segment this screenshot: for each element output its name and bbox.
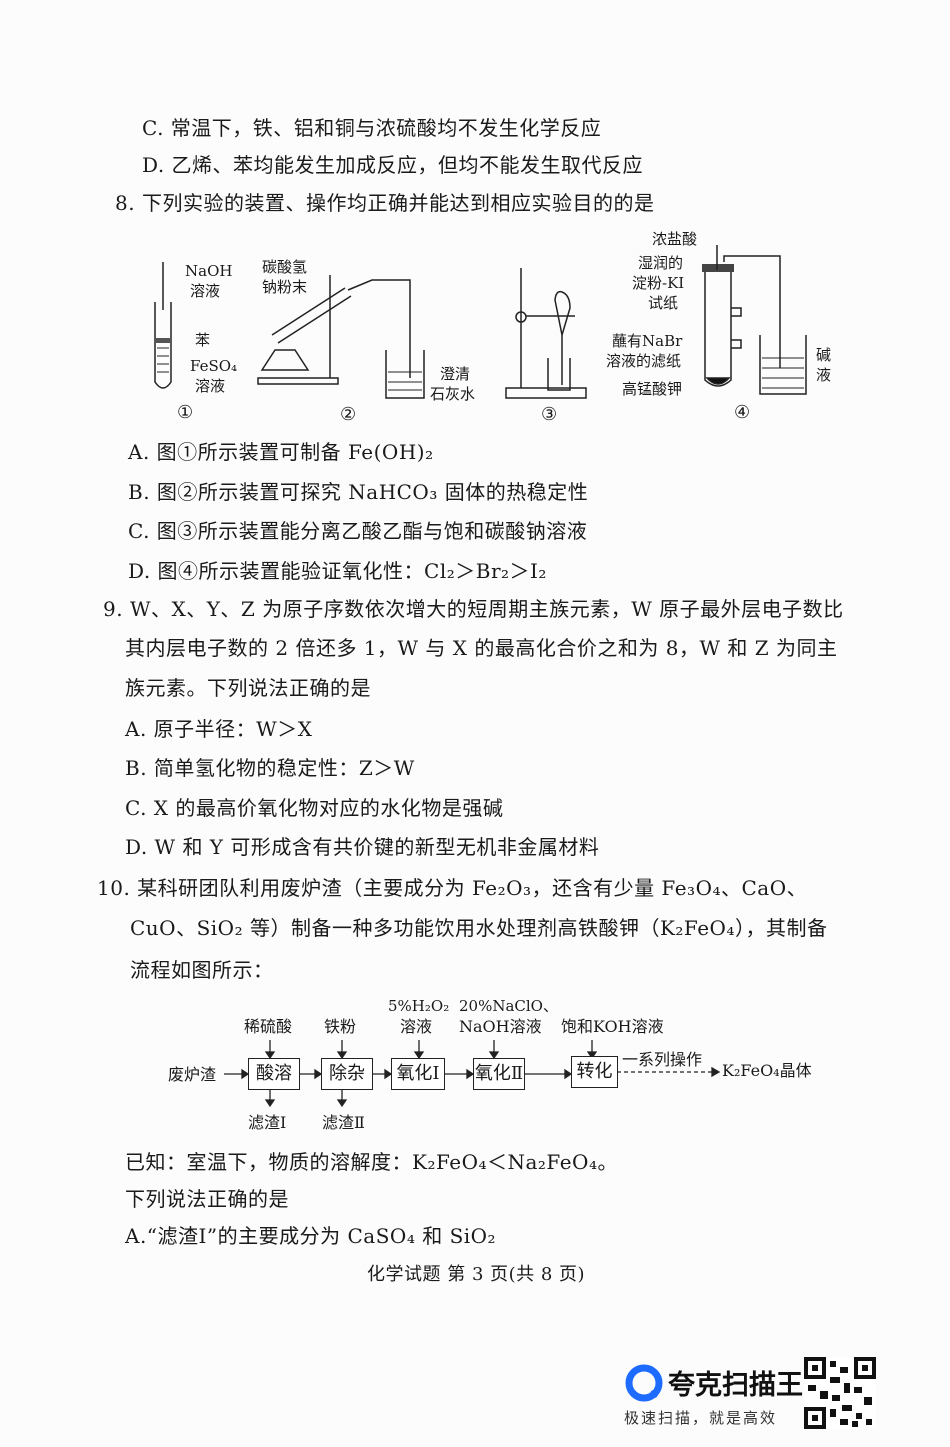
q9-option-d: D. W 和 Y 可形成含有共价键的新型无机非金属材料 [125, 835, 600, 859]
flow-step-oxidation-1: 氧化Ⅰ [391, 1058, 445, 1090]
q7-option-c: C. 常温下，铁、铝和铜与浓硫酸均不发生化学反应 [142, 116, 602, 140]
residue-2: 滤渣Ⅱ [322, 1113, 365, 1132]
q9-stem-2: 其内层电子数的 2 倍还多 1，W 与 X 的最高化合价之和为 8，W 和 Z … [125, 636, 838, 660]
label-ki-paper-2: 淀粉-KI [632, 274, 685, 292]
figure-1-number: ① [177, 402, 194, 423]
flow-input: 废炉渣 [168, 1065, 217, 1084]
reagent-h2o2: 5%H₂O₂ [388, 997, 450, 1015]
reagent-iron-powder: 铁粉 [324, 1017, 357, 1036]
page-footer: 化学试题 第 3 页(共 8 页) [367, 1264, 586, 1285]
label-limewater-2: 石灰水 [430, 385, 476, 403]
figure-4-number: ④ [734, 402, 751, 423]
q10-stem-2: CuO、SiO₂ 等）制备一种多功能饮用水处理剂高铁酸钾（K₂FeO₄），其制备 [130, 916, 828, 940]
flow-step-acid-dissolve: 酸溶 [248, 1058, 300, 1090]
flow-product: K₂FeO₄晶体 [722, 1061, 812, 1080]
q10-known: 已知：室温下，物质的溶解度：K₂FeO₄＜Na₂FeO₄。 [125, 1150, 618, 1174]
reagent-h2o2-solution: 溶液 [400, 1017, 433, 1036]
flow-step-purify: 除杂 [321, 1058, 373, 1090]
figure-3-number: ③ [541, 404, 558, 425]
heating-apparatus [257, 275, 425, 399]
gas-test-apparatus [702, 245, 807, 395]
test-tube-1 [154, 262, 172, 389]
reagent-naclo: 20%NaClO、 [459, 997, 558, 1015]
label-alkali: 碱 [816, 346, 832, 364]
q8-option-a: A. 图①所示装置可制备 Fe(OH)₂ [128, 440, 434, 464]
reagent-koh: 饱和KOH溶液 [561, 1017, 664, 1036]
q9-option-b: B. 简单氢化物的稳定性：Z＞W [125, 756, 415, 780]
scanner-slogan: 极速扫描，就是高效 [624, 1409, 778, 1427]
q9-option-c: C. X 的最高价氧化物对应的水化物是强碱 [125, 796, 504, 820]
reagent-naoh: NaOH溶液 [459, 1017, 542, 1036]
scanner-watermark: 夸克扫描王 极速扫描，就是高效 [620, 1355, 880, 1435]
label-feso4-solution: 溶液 [195, 377, 226, 395]
label-conc-hcl: 浓盐酸 [652, 230, 698, 248]
label-naoh: NaOH [185, 262, 233, 280]
flow-operations: 一系列操作 [622, 1050, 703, 1069]
flow-step-convert: 转化 [571, 1056, 618, 1088]
q8-option-b: B. 图②所示装置可探究 NaHCO₃ 固体的热稳定性 [128, 480, 589, 504]
label-alkali-2: 液 [816, 366, 832, 384]
label-ki-paper: 湿润的 [638, 254, 684, 272]
label-naoh-solution: 溶液 [190, 282, 221, 300]
q9-stem-3: 族元素。下列说法正确的是 [125, 676, 371, 700]
label-nahco3: 碳酸氢 [262, 258, 308, 276]
label-limewater: 澄清 [440, 365, 471, 383]
q9-option-a: A. 原子半径：W＞X [125, 717, 313, 741]
q8-option-c: C. 图③所示装置能分离乙酸乙酯与饱和碳酸钠溶液 [128, 519, 588, 543]
scanner-logo-icon [625, 1364, 663, 1402]
q10-stem-1: 10. 某科研团队利用废炉渣（主要成分为 Fe₂O₃，还含有少量 Fe₃O₄、C… [97, 876, 808, 900]
label-kmno4: 高锰酸钾 [622, 380, 683, 398]
label-nabr: 蘸有NaBr [612, 332, 683, 350]
label-nabr-2: 溶液的滤纸 [606, 352, 682, 370]
q7-option-d: D. 乙烯、苯均能发生加成反应，但均不能发生取代反应 [142, 153, 644, 177]
flow-step-oxidation-2: 氧化Ⅱ [473, 1058, 525, 1090]
qr-code-icon [804, 1357, 876, 1429]
reagent-dilute-h2so4: 稀硫酸 [244, 1017, 293, 1036]
label-nahco3-powder: 钠粉末 [262, 278, 308, 296]
scanner-brand: 夸克扫描王 [668, 1370, 803, 1401]
label-benzene: 苯 [195, 331, 211, 349]
q10-ask: 下列说法正确的是 [125, 1187, 289, 1211]
q8-stem: 8. 下列实验的装置、操作均正确并能达到相应实验目的的是 [115, 191, 655, 215]
separatory-funnel-apparatus [505, 268, 587, 399]
q8-option-d: D. 图④所示装置能验证氧化性：Cl₂＞Br₂＞I₂ [128, 559, 547, 583]
label-feso4: FeSO₄ [190, 357, 238, 375]
q9-stem-1: 9. W、X、Y、Z 为原子序数依次增大的短周期主族元素，W 原子最外层电子数比 [103, 597, 844, 621]
label-ki-paper-3: 试纸 [648, 294, 679, 312]
figure-2-number: ② [340, 404, 357, 425]
q10-option-a: A.“滤渣Ⅰ”的主要成分为 CaSO₄ 和 SiO₂ [125, 1224, 497, 1248]
residue-1: 滤渣Ⅰ [248, 1113, 287, 1132]
q10-stem-3: 流程如图所示： [130, 958, 274, 982]
